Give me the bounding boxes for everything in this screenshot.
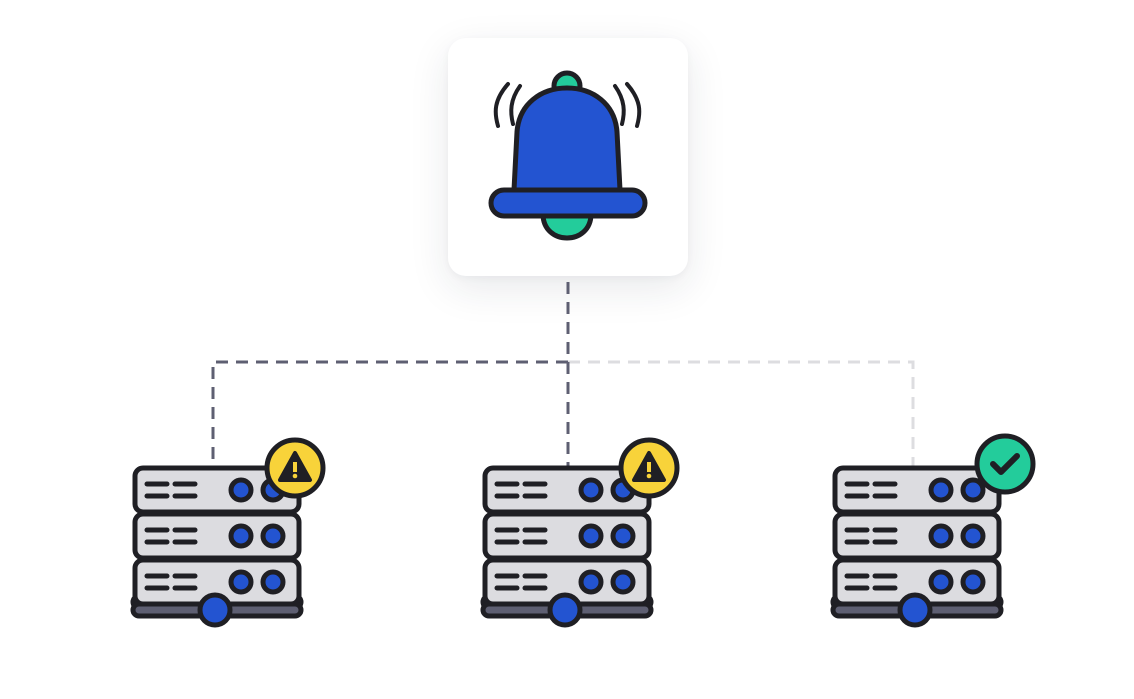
server-rack-icon (833, 468, 1001, 625)
server-3-status (977, 436, 1033, 492)
warning-icon (621, 440, 677, 496)
server-2-status (621, 440, 677, 496)
server-1-status (267, 440, 323, 496)
connector-lines (211, 282, 915, 466)
server-2 (483, 468, 651, 625)
bell-icon (488, 70, 648, 241)
warning-icon (267, 440, 323, 496)
server-3 (833, 468, 1001, 625)
server-rack-icon (483, 468, 651, 625)
link-server-1 (211, 360, 568, 466)
check-icon (977, 436, 1033, 492)
link-server-3 (568, 360, 915, 466)
